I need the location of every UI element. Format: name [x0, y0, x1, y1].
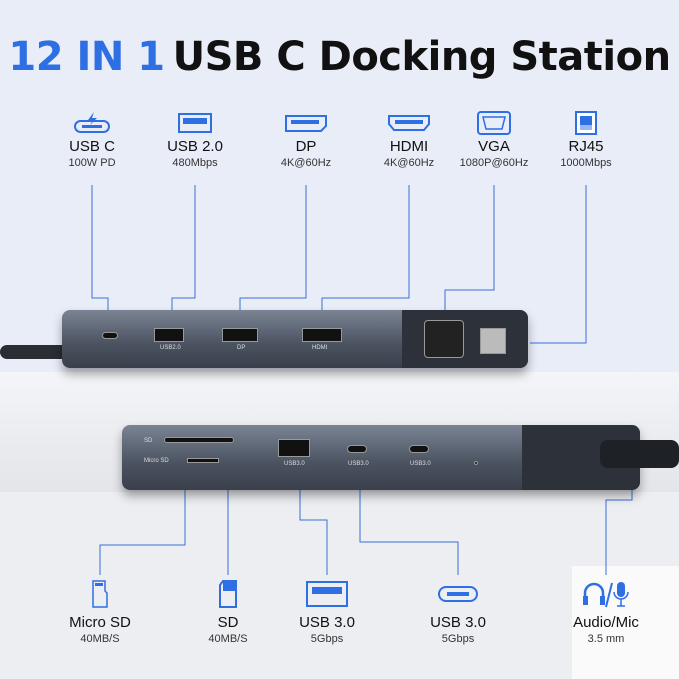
port-spec: 4K@60Hz	[383, 157, 435, 169]
port-usb3-a: USB 3.0 5Gbps	[272, 578, 382, 647]
port-name: USB 3.0	[299, 614, 355, 631]
port-name: Audio/Mic	[573, 614, 639, 631]
ethernet-icon	[531, 111, 641, 135]
vga-port	[424, 320, 464, 358]
usb3-c-port-2-label: USB3.0	[410, 461, 431, 467]
usb3-c-port-1	[347, 445, 367, 453]
port-dp: DP 4K@60Hz	[251, 112, 361, 171]
rj45-port	[480, 328, 506, 354]
port-name: RJ45	[568, 138, 604, 155]
usb-c-port	[102, 332, 118, 339]
port-name: Micro SD	[69, 614, 131, 631]
port-name: USB 2.0	[167, 138, 223, 155]
port-name: SD	[217, 614, 239, 631]
usb3-c-port-1-label: USB3.0	[348, 461, 369, 467]
port-spec: 1080P@60Hz	[459, 157, 529, 169]
port-name: HDMI	[389, 138, 429, 155]
port-spec: 100W PD	[68, 157, 116, 169]
micro-sd-icon	[45, 578, 155, 610]
port-spec: 5Gbps	[441, 633, 475, 645]
displayport-icon	[251, 112, 361, 134]
port-spec: 40MB/S	[208, 633, 248, 645]
hub-cable-bottom	[600, 440, 679, 468]
port-spec: 40MB/S	[80, 633, 120, 645]
hdmi-port-label: HDMI	[312, 345, 328, 351]
usb3-a-port-label: USB3.0	[284, 461, 305, 467]
port-usb-2: USB 2.0 480Mbps	[140, 112, 250, 171]
port-hdmi: HDMI 4K@60Hz	[354, 112, 464, 171]
port-rj45: RJ45 1000Mbps	[531, 111, 641, 171]
port-name: USB 3.0	[430, 614, 486, 631]
usb-c-icon	[403, 578, 513, 610]
sd-slot-label: SD	[144, 438, 153, 444]
vga-icon	[439, 111, 549, 135]
hdmi-icon	[354, 112, 464, 134]
usb-a-icon	[140, 112, 250, 134]
port-name: DP	[295, 138, 317, 155]
microsd-slot-label: Micro SD	[144, 458, 169, 464]
hdmi-port	[302, 328, 342, 342]
port-spec: 480Mbps	[172, 157, 218, 169]
usb3-c-port-2	[409, 445, 429, 453]
port-micro-sd: Micro SD 40MB/S	[45, 578, 155, 647]
line-microsd	[99, 465, 186, 575]
port-vga: VGA 1080P@60Hz	[439, 111, 549, 171]
dock-top-side: USB2.0 DP HDMI	[62, 310, 528, 368]
port-spec: 4K@60Hz	[280, 157, 332, 169]
background-floor	[0, 492, 679, 679]
dp-port	[222, 328, 258, 342]
dock-bottom-side: SD Micro SD USB3.0 USB3.0 USB3.0	[122, 425, 640, 490]
usb3-a-port	[278, 439, 310, 457]
port-usb-c: USB C 100W PD	[37, 112, 147, 171]
line-rj45	[530, 185, 587, 344]
port-spec: 5Gbps	[310, 633, 344, 645]
usb-a-icon	[272, 578, 382, 610]
title-rest: USB C Docking Station	[172, 34, 671, 80]
port-spec: 1000Mbps	[560, 157, 612, 169]
dock-end-face	[402, 310, 528, 368]
sd-card-icon	[173, 578, 283, 610]
hub-cable-top	[0, 345, 70, 359]
usb2-port-label: USB2.0	[160, 345, 181, 351]
line-usb3c	[359, 462, 459, 575]
headphone-mic-icon	[551, 578, 661, 610]
port-spec: 3.5 mm	[587, 633, 625, 645]
port-audio: Audio/Mic 3.5 mm	[551, 578, 661, 647]
port-usb3-c: USB 3.0 5Gbps	[403, 578, 513, 647]
port-sd: SD 40MB/S	[173, 578, 283, 647]
line-vga	[444, 185, 495, 330]
port-name: VGA	[478, 138, 510, 155]
sd-slot	[164, 437, 234, 443]
title-highlight: 12 IN 1	[8, 34, 165, 80]
usb-c-power-icon	[37, 112, 147, 134]
dp-port-label: DP	[237, 345, 246, 351]
usb2-port	[154, 328, 184, 342]
indicator-led	[474, 461, 478, 465]
microsd-slot	[187, 458, 219, 463]
port-name: USB C	[69, 138, 115, 155]
